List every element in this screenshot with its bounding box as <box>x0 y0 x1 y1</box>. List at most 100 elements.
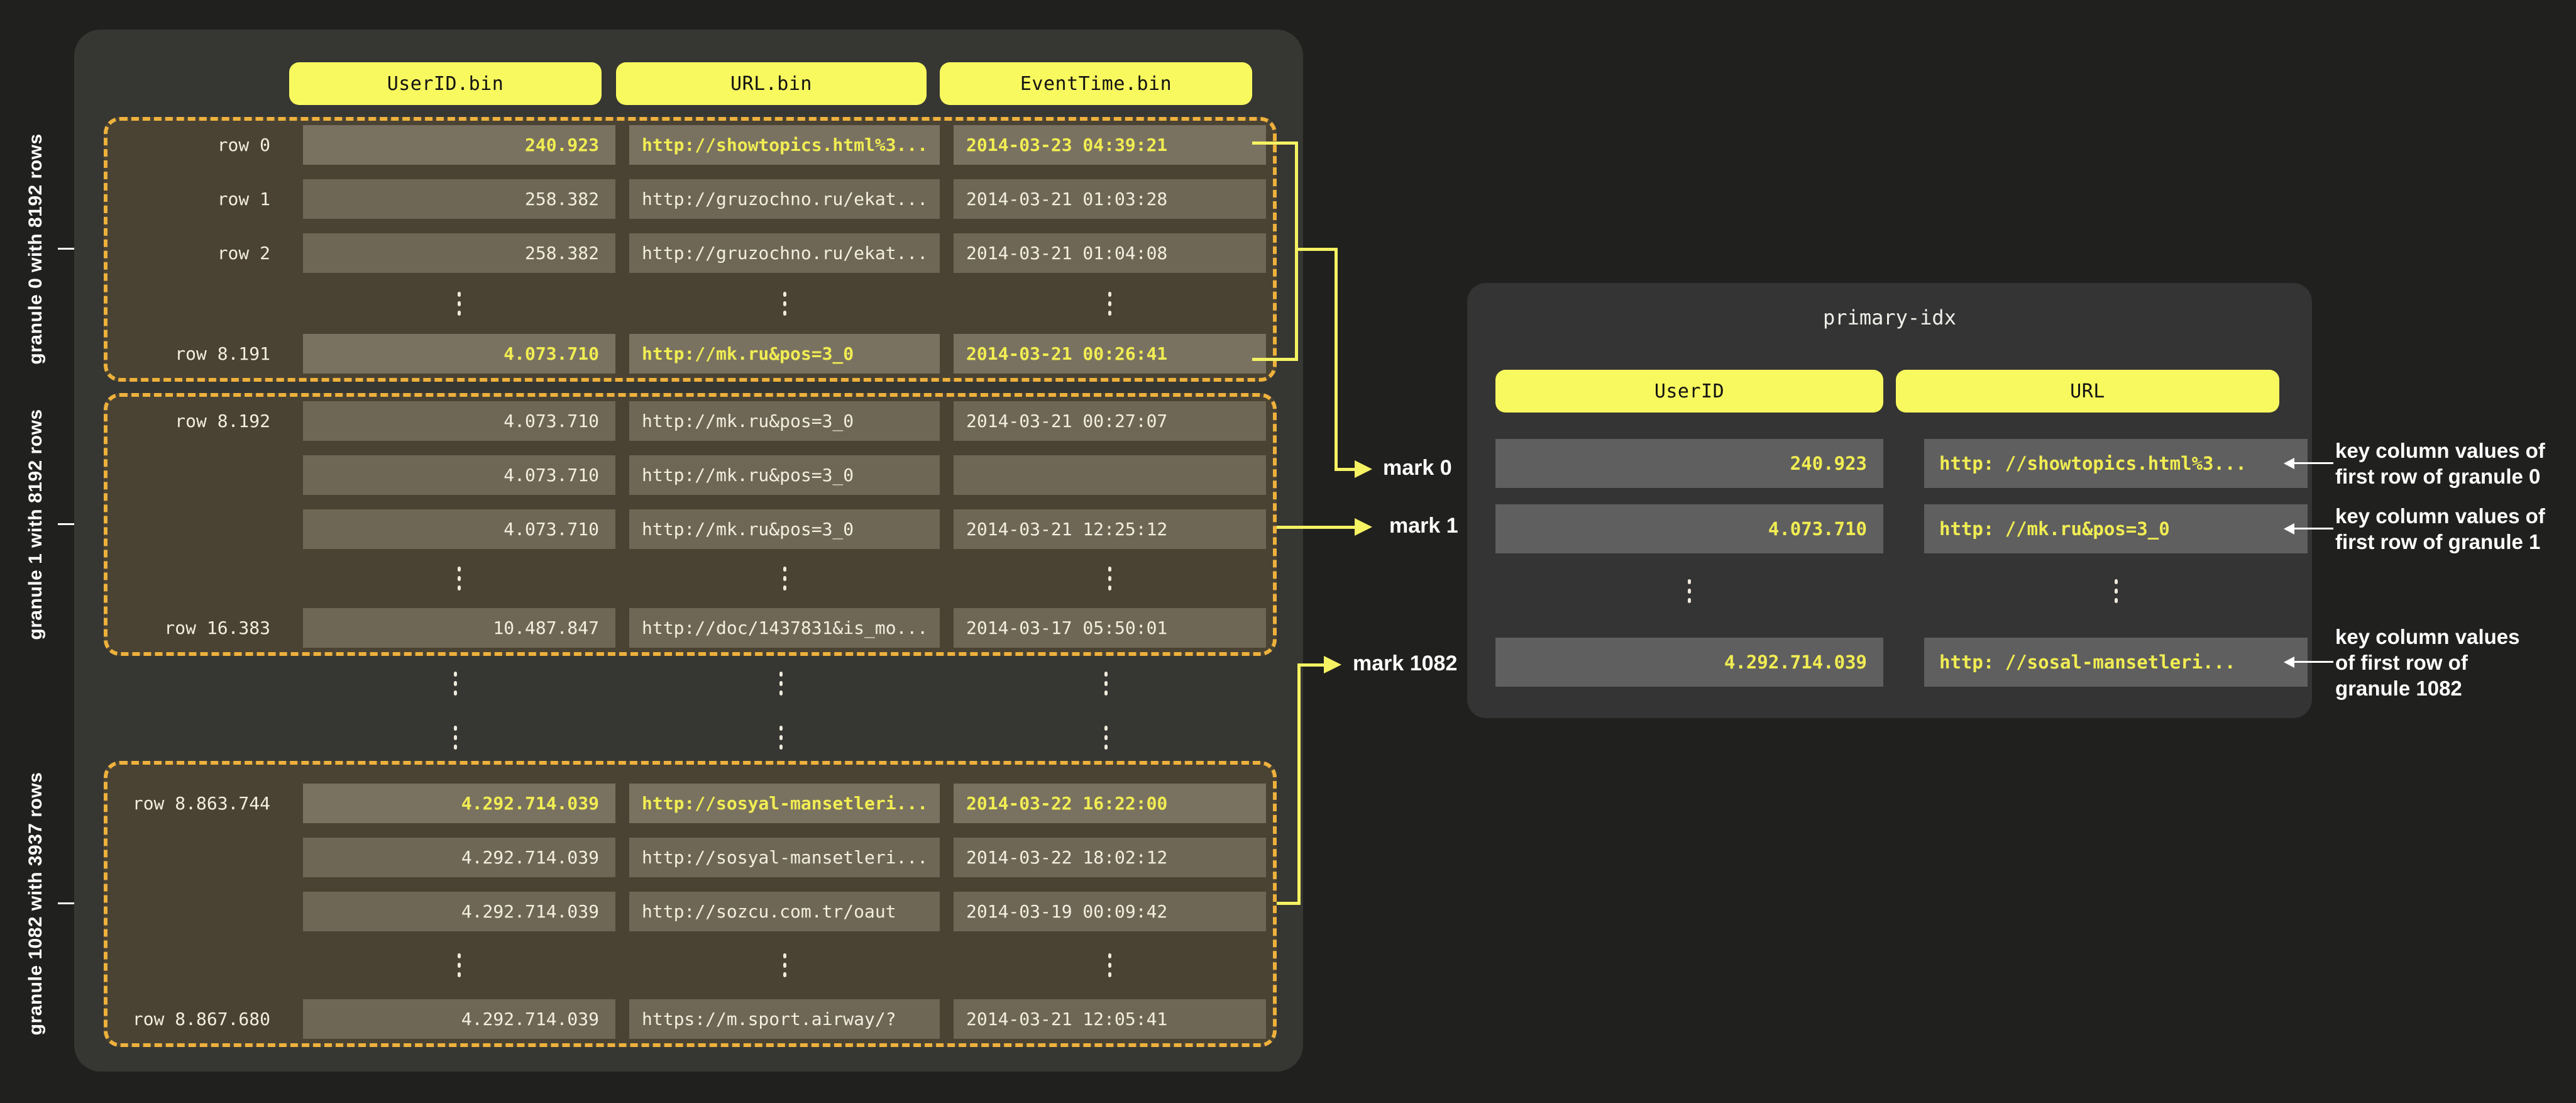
header-eventtime-bin-label: EventTime.bin <box>1020 72 1172 95</box>
omitted-granules-ellipsis <box>104 663 1277 758</box>
ellipsis-icon <box>625 663 936 704</box>
url-cell: http: //showtopics.html%3... <box>1924 439 2308 488</box>
ellipsis-row <box>104 718 1277 758</box>
pidx-header-userid-label: UserID <box>1654 380 1725 402</box>
url-cell: http: //sosal-mansetleri... <box>1924 638 2308 687</box>
annotation-0-arrow-line <box>2294 462 2333 464</box>
eventtime-cell: 2014-03-21 00:26:41 <box>954 334 1266 374</box>
userid-cell: 240.923 <box>1495 439 1883 488</box>
ellipsis-icon <box>950 663 1262 704</box>
eventtime-cell: 2014-03-19 00:09:42 <box>954 892 1266 931</box>
ellipsis-row <box>107 563 1252 594</box>
mark-0-connector <box>1335 468 1355 471</box>
header-url-bin-label: URL.bin <box>730 72 812 95</box>
eventtime-cell: 2014-03-22 16:22:00 <box>954 784 1266 823</box>
eventtime-cell: 2014-03-21 01:03:28 <box>954 179 1266 219</box>
ellipsis-row <box>107 946 1252 985</box>
header-url-bin: URL.bin <box>616 62 927 105</box>
primary-index-row: 240.923 http: //showtopics.html%3... <box>1495 439 2308 488</box>
table-row: row 16.383 10.487.847 http://doc/1437831&i… <box>107 608 1266 648</box>
mark-1082-arrow-icon <box>1324 656 1341 673</box>
url-cell: https://m.sport.airway/? <box>629 999 940 1039</box>
annotation-2-arrow-icon <box>2284 657 2294 668</box>
eventtime-cell: 2014-03-21 00:27:07 <box>954 401 1266 441</box>
eventtime-cell: 2014-03-21 12:05:41 <box>954 999 1266 1039</box>
mark-0-connector <box>1335 248 1338 471</box>
table-row: 4.292.714.039 http://sozcu.com.tr/oaut 201… <box>107 892 1266 931</box>
userid-cell: 258.382 <box>303 233 615 273</box>
mark-0-connector <box>1295 141 1298 361</box>
ellipsis-icon <box>954 563 1266 594</box>
userid-cell: 4.292.714.039 <box>303 838 615 877</box>
userid-cell: 4.292.714.039 <box>303 784 615 823</box>
row-label: row 2 <box>217 243 270 263</box>
table-row: 4.292.714.039 http://sosyal-mansetleri...… <box>107 838 1266 877</box>
primary-index-panel: primary-idx UserID URL 240.923 http: //sh… <box>1467 283 2312 718</box>
userid-cell: 4.292.714.039 <box>1495 638 1883 687</box>
eventtime-cell: 2014-03-21 12:25:12 <box>954 509 1266 549</box>
annotation-1-arrow-line <box>2294 528 2333 529</box>
mark-1082-connector <box>1277 902 1301 905</box>
userid-cell: 240.923 <box>303 125 615 165</box>
primary-index-title: primary-idx <box>1823 306 1956 330</box>
mark-1-label: mark 1 <box>1389 514 1458 538</box>
url-cell: http://mk.ru&pos=3_0 <box>629 334 940 374</box>
ellipsis-icon <box>954 946 1266 985</box>
ellipsis-icon <box>299 718 612 758</box>
row-label: row 0 <box>217 135 270 155</box>
eventtime-cell: 2014-03-17 05:50:01 <box>954 608 1266 648</box>
ellipsis-icon <box>303 563 615 594</box>
annotation-granule-1082: key column values of first row of granul… <box>2335 624 2572 701</box>
mark-1082-connector <box>1297 663 1324 667</box>
ellipsis-icon <box>629 946 940 985</box>
ellipsis-row <box>107 287 1252 319</box>
url-cell: http://gruzochno.ru/ekat... <box>629 179 940 219</box>
annotation-line: key column values of <box>2335 439 2545 462</box>
url-cell: http://sosyal-mansetleri... <box>629 838 940 877</box>
row-label <box>107 455 289 495</box>
url-cell: http://doc/1437831&is_mo... <box>629 608 940 648</box>
url-cell: http: //mk.ru&pos=3_0 <box>1924 504 2308 553</box>
userid-cell: 10.487.847 <box>303 608 615 648</box>
annotation-line: key column values of <box>2335 504 2545 528</box>
eventtime-cell: 2014-03-23 04:39:21 <box>954 125 1266 165</box>
header-eventtime-bin: EventTime.bin <box>940 62 1252 105</box>
url-cell: http://sozcu.com.tr/oaut <box>629 892 940 931</box>
row-label: row 8.192 <box>175 411 270 431</box>
row-label: row 8.191 <box>175 343 270 364</box>
eventtime-cell: 2014-03-21 01:04:08 <box>954 233 1266 273</box>
annotation-line: first row of granule 0 <box>2335 465 2541 488</box>
annotation-granule-1: key column values of first row of granul… <box>2335 503 2572 555</box>
row-label: row 8.863.744 <box>132 793 270 814</box>
mark-0-connector <box>1252 358 1295 361</box>
annotation-line: first row of granule 1 <box>2335 530 2541 553</box>
header-userid-bin: UserID.bin <box>289 62 602 105</box>
row-label: row 8.867.680 <box>132 1009 270 1029</box>
row-label: row 16.383 <box>164 618 270 638</box>
annotation-granule-0: key column values of first row of granul… <box>2335 438 2572 489</box>
userid-cell: 258.382 <box>303 179 615 219</box>
pidx-header-userid: UserID <box>1495 370 1883 413</box>
userid-cell: 4.073.710 <box>303 401 615 441</box>
ellipsis-icon <box>625 718 936 758</box>
annotation-1-arrow-icon <box>2284 523 2294 535</box>
userid-cell: 4.292.714.039 <box>303 892 615 931</box>
table-row: row 8.863.744 4.292.714.039 http://sosyal-… <box>107 784 1266 823</box>
annotation-2-arrow-line <box>2294 661 2333 663</box>
mark-1-connector <box>1277 526 1355 529</box>
granule-1082-side-label-text: granule 1082 with 3937 rows <box>25 772 46 1036</box>
url-cell: http://sosyal-mansetleri... <box>629 784 940 823</box>
url-cell: http://mk.ru&pos=3_0 <box>629 455 940 495</box>
userid-cell: 4.073.710 <box>303 509 615 549</box>
pidx-header-url: URL <box>1896 370 2279 413</box>
row-label: row 1 <box>217 189 270 209</box>
ellipsis-icon <box>950 718 1262 758</box>
row-label <box>107 509 289 549</box>
ellipsis-icon <box>629 287 940 319</box>
